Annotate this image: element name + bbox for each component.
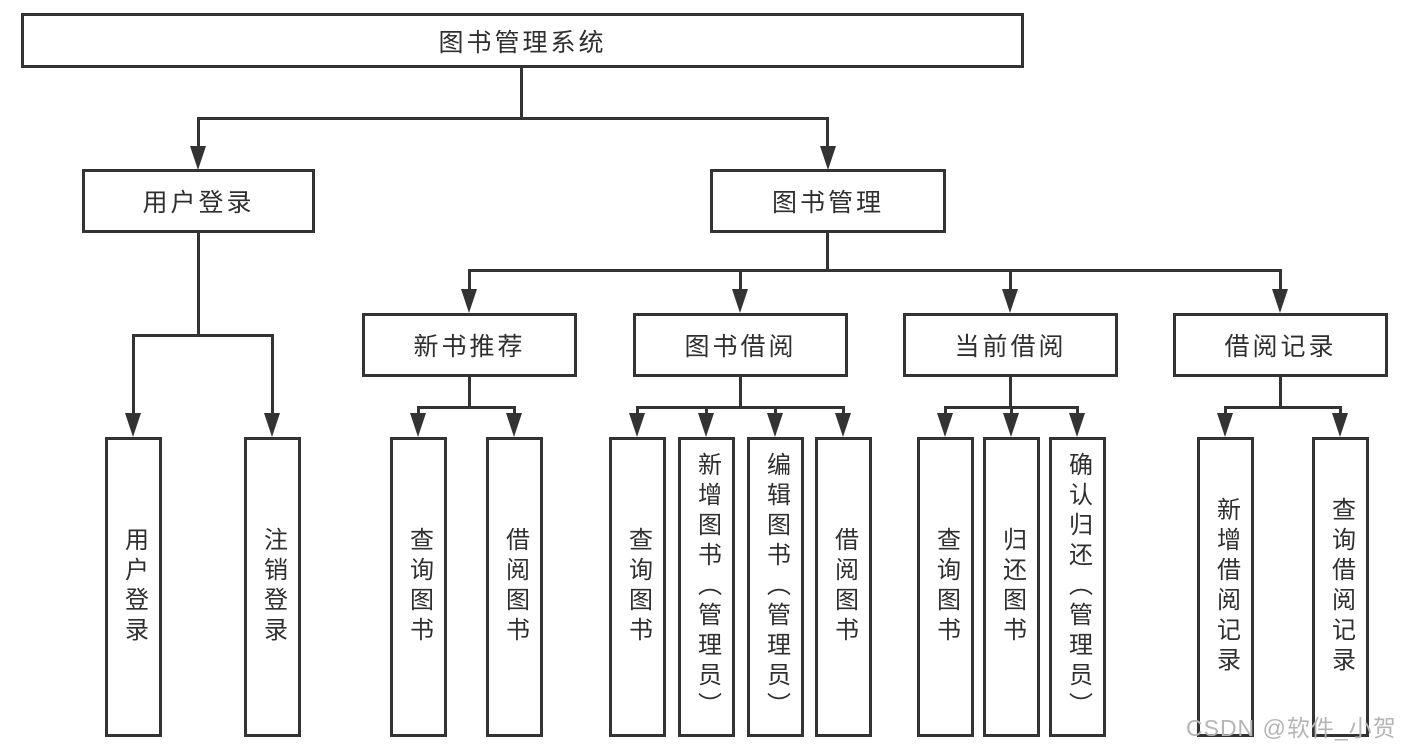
arrow-down-icon bbox=[1002, 289, 1018, 313]
node-book-borrowing: 图书借阅 bbox=[633, 313, 848, 377]
leaf-query-books: 查询图书 bbox=[390, 437, 447, 737]
node-new-book-recommendation: 新书推荐 bbox=[362, 313, 577, 377]
leaf-query-borrow-record: 查询借阅记录 bbox=[1312, 437, 1369, 737]
arrow-down-icon bbox=[1069, 413, 1085, 437]
connector-line bbox=[132, 337, 135, 413]
arrow-down-icon bbox=[1003, 413, 1019, 437]
connector-line bbox=[1224, 406, 1342, 409]
leaf-query-books: 查询图书 bbox=[609, 437, 666, 737]
arrow-down-icon bbox=[190, 146, 206, 170]
connector-line bbox=[739, 376, 742, 406]
leaf-borrow-books: 借阅图书 bbox=[815, 437, 872, 737]
leaf-return-books: 归还图书 bbox=[983, 437, 1040, 737]
arrow-down-icon bbox=[767, 413, 783, 437]
csdn-watermark: CSDN @软件_小贺同学 bbox=[1186, 715, 1397, 741]
arrow-down-icon bbox=[410, 413, 426, 437]
connector-line bbox=[468, 269, 1282, 272]
connector-line bbox=[636, 406, 845, 409]
connector-line bbox=[826, 120, 829, 147]
connector-line bbox=[1076, 409, 1079, 414]
node-book-management: 图书管理 bbox=[710, 169, 946, 233]
leaf-add-borrow-record: 新增借阅记录 bbox=[1197, 437, 1254, 737]
arrow-down-icon bbox=[1272, 289, 1288, 313]
arrow-down-icon bbox=[732, 289, 748, 313]
arrow-down-icon bbox=[698, 413, 714, 437]
connector-line bbox=[944, 406, 1079, 409]
connector-line bbox=[197, 120, 200, 147]
node-current-borrowing: 当前借阅 bbox=[903, 313, 1118, 377]
leaf-user-login: 用户登录 bbox=[105, 437, 162, 737]
connector-line bbox=[826, 232, 829, 269]
connector-line bbox=[468, 376, 471, 406]
connector-line bbox=[468, 272, 471, 290]
arrow-down-icon bbox=[1332, 413, 1348, 437]
arrow-down-icon bbox=[461, 289, 477, 313]
connector-line bbox=[1009, 272, 1012, 290]
connector-line bbox=[1010, 409, 1013, 414]
connector-line bbox=[739, 272, 742, 290]
connector-line bbox=[197, 232, 200, 334]
arrow-down-icon bbox=[937, 413, 953, 437]
connector-line bbox=[705, 409, 708, 414]
leaf-confirm-return-admin: 确认归还（管理员） bbox=[1049, 437, 1106, 737]
connector-line bbox=[271, 337, 274, 413]
node-user-login: 用户登录 bbox=[82, 169, 315, 233]
connector-line bbox=[636, 409, 639, 414]
connector-line bbox=[417, 406, 516, 409]
connector-line bbox=[520, 68, 523, 117]
arrow-down-icon bbox=[835, 413, 851, 437]
arrow-down-icon bbox=[506, 413, 522, 437]
leaf-logout: 注销登录 bbox=[244, 437, 301, 737]
arrow-down-icon bbox=[820, 146, 836, 170]
leaf-add-books-admin: 新增图书（管理员） bbox=[678, 437, 735, 737]
connector-line bbox=[774, 409, 777, 414]
connector-line bbox=[1279, 376, 1282, 406]
connector-line bbox=[132, 334, 274, 337]
arrow-down-icon bbox=[629, 413, 645, 437]
leaf-edit-books-admin: 编辑图书（管理员） bbox=[747, 437, 804, 737]
connector-line bbox=[1339, 409, 1342, 414]
connector-line bbox=[1224, 409, 1227, 414]
leaf-query-books: 查询图书 bbox=[917, 437, 974, 737]
arrow-down-icon bbox=[1217, 413, 1233, 437]
node-library-management-system: 图书管理系统 bbox=[21, 13, 1024, 68]
connector-line bbox=[944, 409, 947, 414]
connector-line bbox=[1009, 376, 1012, 406]
node-borrowing-records: 借阅记录 bbox=[1173, 313, 1388, 377]
connector-line bbox=[513, 409, 516, 414]
arrow-down-icon bbox=[264, 413, 280, 437]
leaf-borrow-books: 借阅图书 bbox=[486, 437, 543, 737]
arrow-down-icon bbox=[125, 413, 141, 437]
connector-line bbox=[842, 409, 845, 414]
connector-line bbox=[1279, 272, 1282, 290]
connector-line bbox=[417, 409, 420, 414]
connector-line bbox=[197, 117, 829, 120]
